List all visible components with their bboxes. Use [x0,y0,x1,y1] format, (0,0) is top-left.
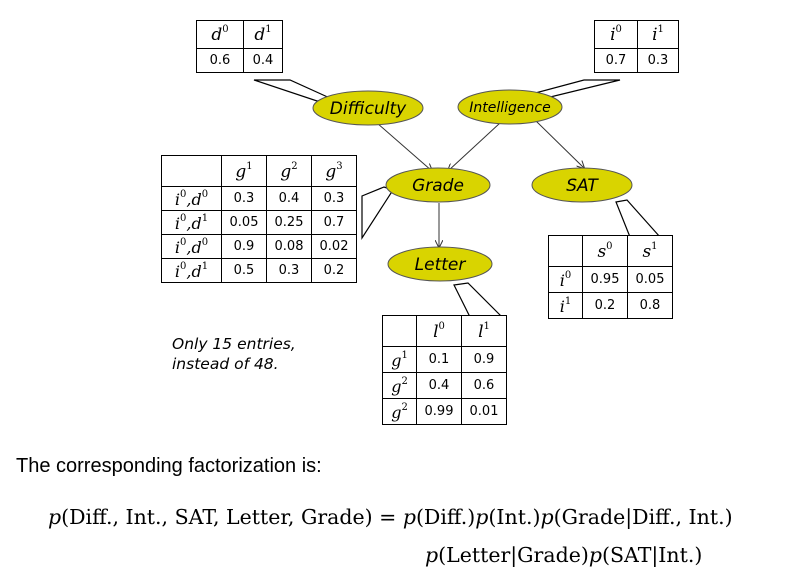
cpt-grade-cell: 0.2 [311,258,357,283]
callout-letter [453,282,504,318]
cpt-difficulty-value-1: 0.4 [243,48,283,73]
cpt-sat-row: i1 0.2 0.8 [548,292,673,319]
cpt-letter-cell: 0.6 [461,372,507,399]
cpt-difficulty-table: d0 d1 0.6 0.4 [196,20,283,73]
cpt-grade-cond: i0,d1 [161,210,222,235]
joint-term: (Diff., Int., SAT, Letter, Grade) = [61,505,403,529]
cpt-intelligence-header-0: i0 [594,20,638,49]
cpt-grade-cell: 0.4 [266,186,312,211]
cpt-letter-cond: g1 [382,346,417,373]
cpt-letter-cell: 0.9 [461,346,507,373]
node-letter-label: Letter [415,255,467,275]
factor-term: (Diff.) [415,505,476,529]
cpt-grade-cell: 0.7 [311,210,357,235]
edge-difficulty-grade [376,122,432,171]
cpt-difficulty-value-0: 0.6 [196,48,244,73]
cpt-letter-cond: g2 [382,372,417,399]
cpt-letter-row: g2 0.4 0.6 [382,372,507,399]
cpt-grade-row: i0,d0 0.3 0.4 0.3 [161,186,357,211]
cpt-grade-cond: i0,d1 [161,258,222,283]
cpt-grade-header-1: g2 [266,155,312,187]
cpt-grade-cell: 0.9 [221,234,267,259]
cpt-intelligence-header-1: i1 [637,20,679,49]
node-difficulty-label: Difficulty [330,99,407,119]
factor-term: (SAT|Int.) [601,543,703,567]
cpt-grade-row: i0,d1 0.5 0.3 0.2 [161,258,357,283]
node-grade [385,167,491,203]
factor-term: (Int.) [488,505,541,529]
cpt-sat-cell: 0.8 [627,292,673,319]
cpt-grade-cell: 0.3 [311,186,357,211]
factorization-line2: p(Letter|Grade)p(SAT|Int.) [425,543,703,567]
cpt-grade-cell: 0.3 [221,186,267,211]
cpt-letter-row: g2 0.99 0.01 [382,398,507,425]
cpt-sat-row: i0 0.95 0.05 [548,266,673,293]
edge-intelligence-grade [448,122,501,171]
cpt-sat-table: s0 s1 i0 0.95 0.05 i1 0.2 0.8 [548,235,673,319]
cpt-grade-cell: 0.25 [266,210,312,235]
cpt-grade-header-2: g3 [311,155,357,187]
cpt-letter-cell: 0.1 [416,346,462,373]
node-difficulty [312,90,424,126]
factor-term: (Grade|Diff., Int.) [553,505,733,529]
cpt-sat-cond: i1 [548,292,583,319]
callout-grade [361,186,394,241]
cpt-grade-cell: 0.08 [266,234,312,259]
cpt-letter-corner [382,315,417,347]
cpt-grade-row: i0,d1 0.05 0.25 0.7 [161,210,357,235]
cpt-letter-header-0: l0 [416,315,462,347]
cpt-intelligence-value-1: 0.3 [637,48,679,73]
cpt-grade-cell: 0.3 [266,258,312,283]
node-intelligence [457,89,563,125]
cpt-grade-cell: 0.02 [311,234,357,259]
cpt-intelligence-value-0: 0.7 [594,48,638,73]
factorization-line1: p(Diff., Int., SAT, Letter, Grade) = p(D… [48,505,733,529]
cpt-sat-cell: 0.2 [582,292,628,319]
cpt-grade-cond: i0,d0 [161,234,222,259]
node-sat [531,167,633,203]
cpt-sat-cell: 0.05 [627,266,673,293]
cpt-grade-cond: i0,d0 [161,186,222,211]
cpt-sat-cond: i0 [548,266,583,293]
cpt-intelligence-table: i0 i1 0.7 0.3 [594,20,679,73]
cpt-sat-header-1: s1 [627,235,673,267]
node-intelligence-label: Intelligence [469,100,550,116]
cpt-difficulty-header-1: d1 [243,20,283,49]
cpt-sat-cell: 0.95 [582,266,628,293]
cpt-sat-corner [548,235,583,267]
cpt-letter-cond: g2 [382,398,417,425]
entries-note-line1: Only 15 entries, [172,335,296,353]
factor-term: (Letter|Grade) [438,543,589,567]
cpt-grade-cell: 0.05 [221,210,267,235]
cpt-letter-cell: 0.01 [461,398,507,425]
edge-intelligence-sat [535,120,584,168]
node-letter [387,246,493,282]
cpt-grade-table: g1 g2 g3 i0,d0 0.3 0.4 0.3 i0,d1 0.05 0.… [161,155,357,283]
cpt-letter-cell: 0.99 [416,398,462,425]
node-grade-label: Grade [412,176,464,196]
cpt-grade-row: i0,d0 0.9 0.08 0.02 [161,234,357,259]
cpt-grade-cell: 0.5 [221,258,267,283]
node-sat-label: SAT [566,176,599,196]
cpt-difficulty-header-0: d0 [196,20,244,49]
cpt-letter-row: g1 0.1 0.9 [382,346,507,373]
cpt-letter-cell: 0.4 [416,372,462,399]
cpt-sat-header-0: s0 [582,235,628,267]
cpt-grade-corner [161,155,222,187]
cpt-grade-header-0: g1 [221,155,267,187]
entries-note-line2: instead of 48. [172,355,279,373]
callout-difficulty [253,79,335,102]
cpt-letter-table: l0 l1 g1 0.1 0.9 g2 0.4 0.6 g2 0.99 0.01 [382,315,507,425]
entries-note: Only 15 entries, instead of 48. [172,334,296,374]
cpt-letter-header-1: l1 [461,315,507,347]
factorization-intro: The corresponding factorization is: [16,455,322,477]
callout-sat [615,199,662,238]
